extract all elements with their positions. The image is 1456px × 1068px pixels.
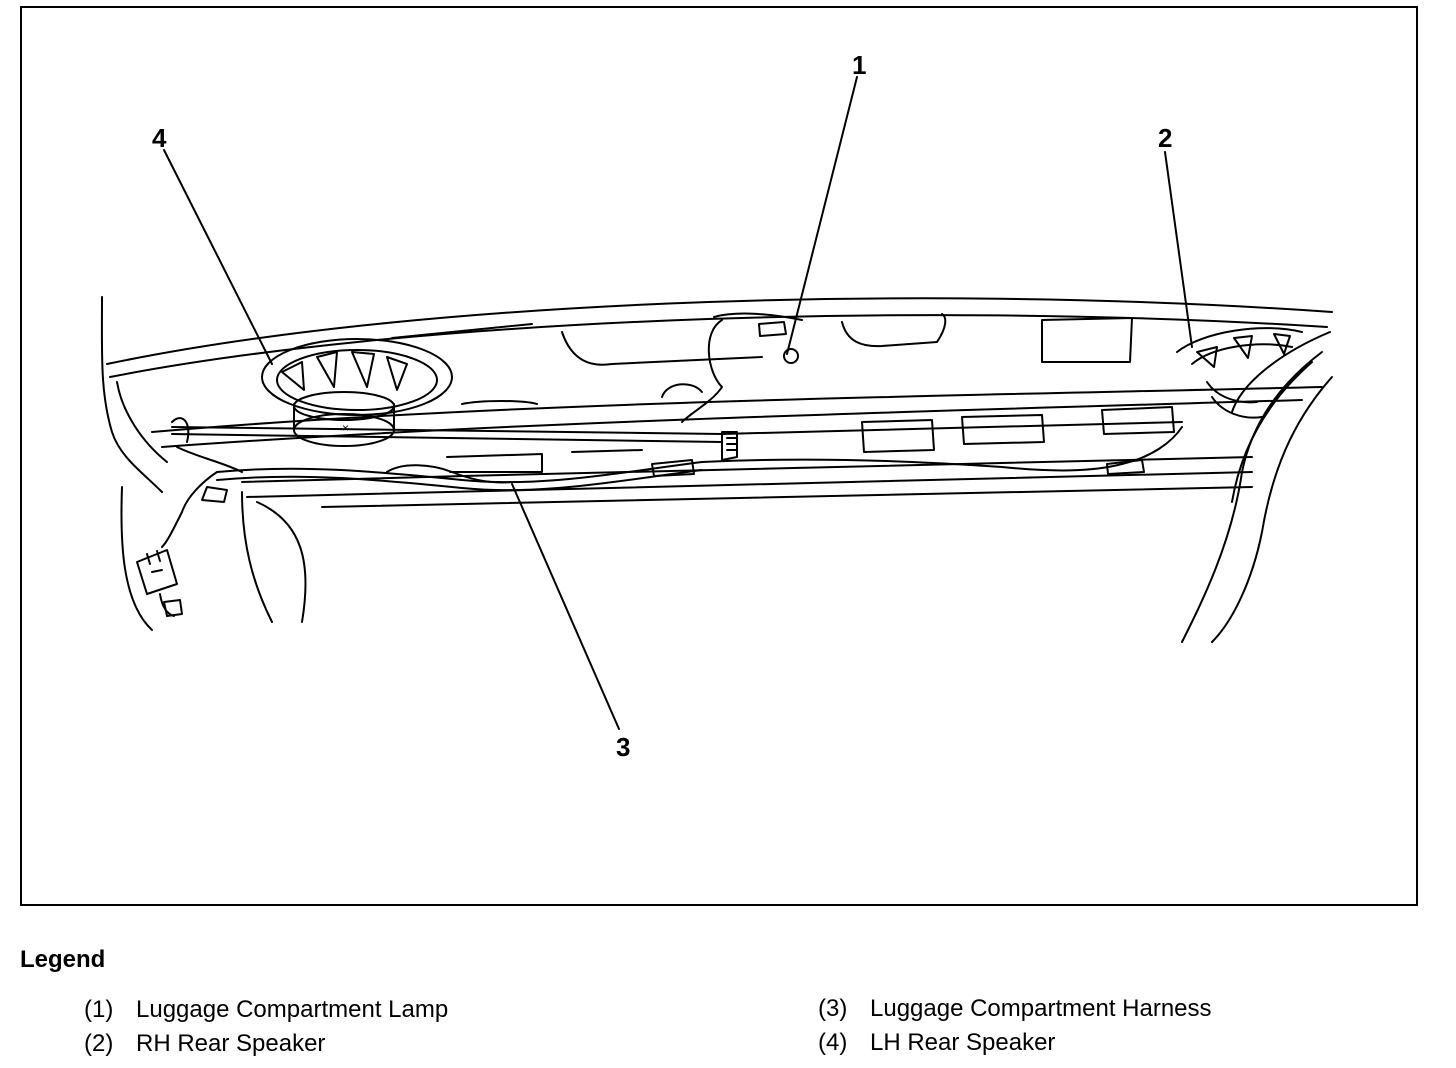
legend-item-number: (4) bbox=[818, 1029, 848, 1056]
legend-item-number: (2) bbox=[84, 1030, 114, 1057]
legend-item-label: Luggage Compartment Harness bbox=[870, 995, 1212, 1022]
legend-item-label: RH Rear Speaker bbox=[136, 1030, 326, 1057]
right-body-panel bbox=[1181, 331, 1333, 643]
callout-3: 3 bbox=[616, 732, 630, 762]
legend-item-4: (4) LH Rear Speaker bbox=[818, 1029, 1055, 1057]
legend-item-number: (3) bbox=[818, 995, 848, 1022]
left-body-panel bbox=[100, 296, 307, 631]
legend-item-number: (1) bbox=[84, 996, 114, 1023]
legend-title: Legend bbox=[20, 946, 106, 973]
diagram-frame: × bbox=[20, 6, 1418, 906]
luggage-compartment-harness bbox=[136, 421, 1183, 617]
diagram-illustration: × bbox=[100, 50, 1333, 762]
callout-1: 1 bbox=[852, 50, 866, 80]
callout-2: 2 bbox=[1158, 123, 1172, 153]
callout-4: 4 bbox=[152, 123, 167, 153]
legend-item-2: (2) RH Rear Speaker bbox=[84, 1030, 325, 1058]
leader-lines bbox=[163, 76, 1193, 730]
legend-item-label: Luggage Compartment Lamp bbox=[136, 996, 449, 1023]
legend-item-1: (1) Luggage Compartment Lamp bbox=[84, 996, 448, 1024]
lh-rear-speaker: × bbox=[261, 338, 453, 447]
legend-item-3: (3) Luggage Compartment Harness bbox=[818, 995, 1212, 1023]
luggage-compartment-lamp bbox=[661, 312, 803, 423]
rh-rear-speaker bbox=[1176, 327, 1303, 419]
package-shelf bbox=[106, 297, 1333, 508]
svg-text:×: × bbox=[342, 421, 349, 435]
legend-item-label: LH Rear Speaker bbox=[870, 1029, 1056, 1056]
